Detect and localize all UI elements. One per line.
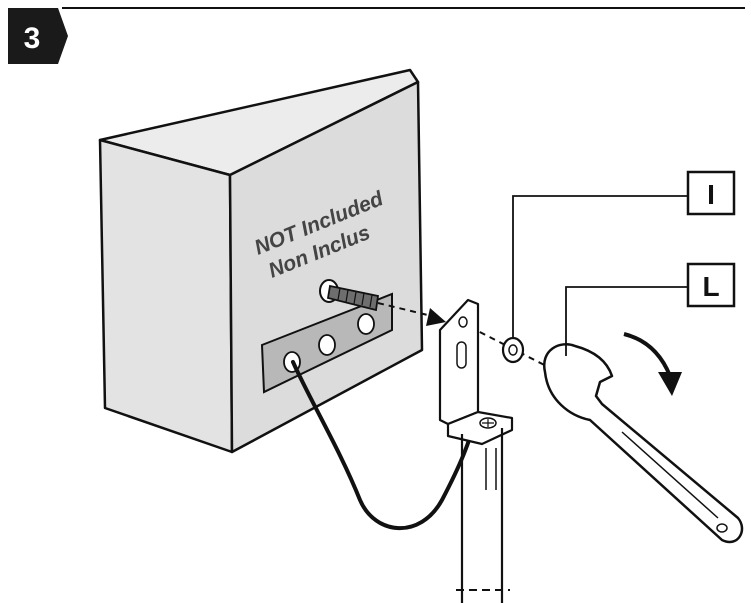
callout-box-l xyxy=(686,262,736,308)
plate-hole-2 xyxy=(318,334,336,356)
rotation-arrow xyxy=(623,332,672,377)
callout-leader-i xyxy=(512,195,688,338)
rotation-arrowhead xyxy=(658,372,682,396)
box-left-face xyxy=(98,138,234,454)
stand-pole xyxy=(460,428,504,603)
bracket-screw-cross xyxy=(482,419,494,427)
step-number: 3 xyxy=(24,22,41,55)
wrench xyxy=(542,343,744,544)
callout-letter-i: I xyxy=(707,179,715,210)
callout-leader-l xyxy=(565,286,688,356)
step-badge xyxy=(8,8,68,64)
bolt-shaft xyxy=(326,284,380,312)
washer-hole xyxy=(508,344,518,356)
wrench-handle-groove xyxy=(621,431,719,519)
alignment-arrowhead xyxy=(426,308,446,326)
callout-box-i xyxy=(686,170,736,216)
callout-letter-l: L xyxy=(702,271,719,302)
stand-pole-slot xyxy=(485,448,497,490)
bolt-threads xyxy=(337,287,373,308)
plate-hole-3 xyxy=(357,313,375,335)
bracket-slot xyxy=(456,341,467,369)
bracket-top-hole xyxy=(458,316,468,328)
bracket-horizontal xyxy=(446,410,514,446)
wrench-handle-hole xyxy=(716,523,728,533)
